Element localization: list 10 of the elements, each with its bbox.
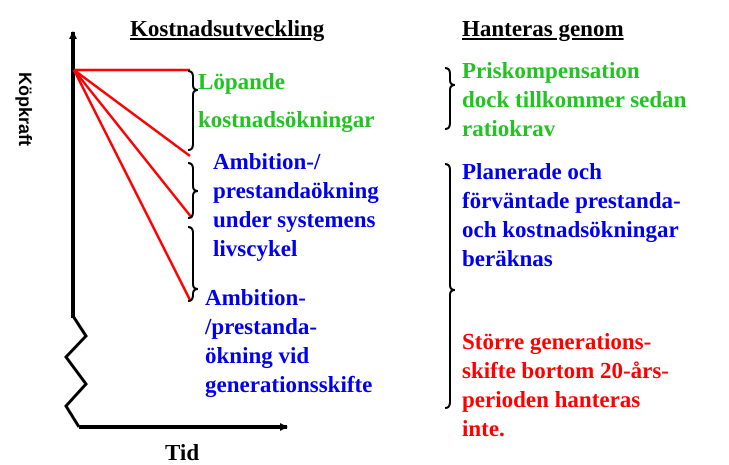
measure-text: Planerade och förväntade prestanda- och kostnadsökningar beräknas bbox=[462, 158, 682, 273]
axis-label: Köpkraft bbox=[14, 72, 36, 146]
measure-text: Större generations- skifte bortom 20-års- perioden hanteras inte. bbox=[462, 328, 670, 443]
axis-label: Tid bbox=[165, 439, 200, 465]
column-heading: Kostnadsutveckling bbox=[130, 15, 326, 43]
measure-text: Priskompensation dock tillkommer sedan ratiokrav bbox=[462, 57, 687, 143]
category-label: Ambition- /prestanda- ökning vid generationsskifte bbox=[205, 284, 374, 399]
category-label: Ambition-/ prestandaökning under systemens livscykel bbox=[213, 148, 380, 263]
column-heading: Hanteras genom bbox=[462, 15, 625, 43]
category-label: Löpande kostnadsökningar bbox=[198, 68, 376, 134]
